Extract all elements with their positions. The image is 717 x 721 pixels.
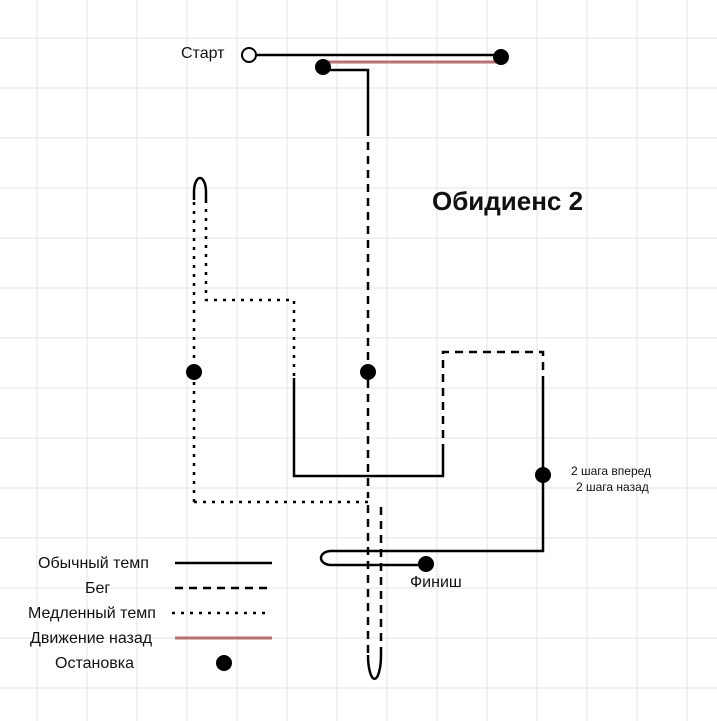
diagram-title: Обидиенс 2 [432, 186, 583, 216]
turn-down-segment [324, 68, 370, 128]
start-label: Старт [181, 45, 225, 62]
right-down-segment [331, 378, 545, 553]
top-u-turn [192, 176, 208, 200]
legend-swatch-stop [216, 655, 232, 671]
course-path [192, 53, 545, 681]
note-line-2: 2 шага назад [576, 480, 649, 494]
legend-label-slow: Медленный темп [28, 605, 156, 622]
stop-marker [493, 49, 509, 65]
legend-label-run: Бег [85, 580, 110, 597]
stop-markers [186, 49, 551, 572]
legend-label-normal: Обычный темп [38, 555, 149, 572]
stop-marker [315, 59, 331, 75]
finish-marker [418, 556, 434, 572]
note-line-1: 2 шага вперед [571, 464, 651, 478]
stop-marker [186, 364, 202, 380]
normal-u-section [292, 378, 445, 478]
legend-label-backward: Движение назад [30, 630, 153, 647]
stop-marker [535, 467, 551, 483]
bottom-u-turn [366, 654, 383, 681]
stop-marker [360, 364, 376, 380]
run-rectangle-segment [441, 350, 545, 452]
slow-step-segment [204, 200, 296, 378]
start-marker [241, 47, 257, 63]
finish-label: Финиш [410, 574, 462, 591]
finish-u-turn [319, 549, 426, 567]
legend-label-stop: Остановка [55, 655, 134, 672]
legend: Обычный темп Бег Медленный темп Движение… [28, 555, 272, 672]
